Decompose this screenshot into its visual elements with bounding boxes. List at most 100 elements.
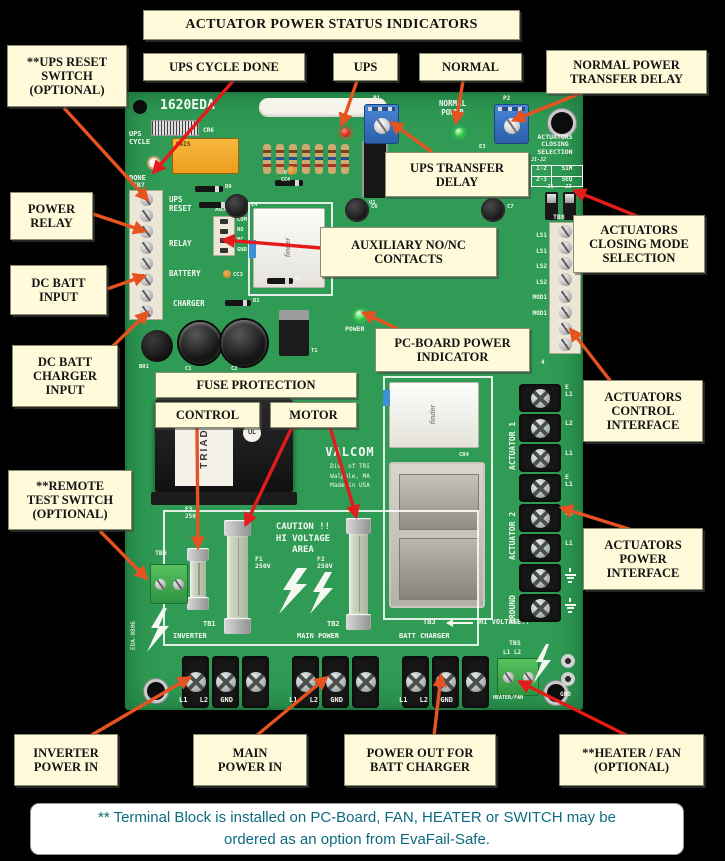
lightning-bolts-icon: [279, 568, 333, 614]
silk-hi-voltage: HI VOLTAGE!!: [479, 618, 530, 626]
callout-remote-test-switch: **REMOTE TEST SWITCH (OPTIONAL): [8, 470, 132, 530]
resistor: [263, 144, 271, 174]
actuator1-terminal: [519, 384, 561, 412]
silk-ls-labels: LS1 LS1 LS2 LS2 MOD1 MOD1: [532, 232, 547, 317]
silk-pin: L2: [565, 419, 573, 427]
table-cell: SIM: [552, 165, 582, 177]
transformer-flange: [151, 492, 297, 505]
silk-frame: [383, 376, 493, 620]
fuse-f2-cap: [346, 614, 371, 630]
callout-actuators-closing-mode: ACTUATORS CLOSING MODE SELECTION: [573, 215, 705, 273]
callout-actuators-control-interface: ACTUATORS CONTROL INTERFACE: [583, 380, 703, 442]
normal-power-led: [455, 128, 464, 137]
board-model: 1620EDA: [160, 98, 215, 113]
screw-terminal: [139, 208, 153, 222]
closing-mode-table: 1-2 SIM 2-3 SEQ: [531, 165, 583, 187]
actuator1-terminal: [519, 414, 561, 442]
tb1-terminal-gnd: [242, 656, 269, 708]
fuse-f2: [346, 518, 371, 534]
silk-charger: CHARGER: [173, 299, 205, 308]
resistor: [289, 144, 297, 174]
actuator1-terminal: [519, 444, 561, 472]
silk-br1: BR1: [139, 364, 149, 370]
silk-ups-cycle: UPS CYCLE: [129, 130, 151, 147]
callout-ups-reset-switch: **UPS RESET SWITCH (OPTIONAL): [7, 45, 127, 107]
diode-d1: [225, 300, 251, 306]
silk-eda-code: EDA-0806: [130, 621, 137, 650]
pin-slot: [220, 228, 228, 234]
silk-ups-power: UPS POWER: [327, 99, 350, 117]
ic-u1: [364, 140, 386, 198]
screw-terminal: [139, 304, 153, 318]
screw-terminal: [522, 671, 534, 683]
capacitor-c4: [225, 194, 249, 218]
silk-c7: C7: [507, 204, 514, 210]
ground-symbol: [564, 568, 576, 583]
silk-pin: L1: [565, 539, 573, 547]
relay-cr6: NAIS: [172, 138, 239, 174]
silk-cr4: CR4: [459, 452, 469, 458]
silk-j2: J2: [565, 184, 572, 190]
pc-board-power-led: [355, 310, 366, 321]
silk-tb8-pin4: 4: [541, 359, 545, 366]
silk-tb6: TB6: [155, 549, 167, 557]
silk-pin: L1: [565, 449, 573, 457]
silk-f2: F2 250V: [317, 555, 333, 571]
silk-tb8: TB8: [553, 213, 565, 221]
screw-terminal: [139, 288, 153, 302]
callout-ups-cycle-done: UPS CYCLE DONE: [143, 53, 305, 81]
silk-tb2-pins: L1 L2 GND: [289, 696, 343, 704]
silk-tb7: TB7: [133, 181, 145, 189]
regulator-t1: [279, 310, 309, 356]
callout-auxiliary-contacts: AUXILIARY NO/NC CONTACTS: [320, 227, 497, 277]
silk-f3: F3 250V: [185, 506, 200, 520]
silk-u1: U1: [369, 200, 376, 206]
callout-dc-batt-input: DC BATT INPUT: [10, 265, 107, 315]
silk-closing-selection: ACTUATORS CLOSING SELECTION: [537, 133, 573, 156]
tb2-terminal-gnd: [352, 656, 379, 708]
capacitor-c7: [481, 198, 505, 222]
fuse-f1-cap: [224, 618, 251, 634]
table-cell: SEQ: [561, 175, 573, 183]
screw-terminal: [139, 256, 153, 270]
screw-terminal: [558, 289, 572, 303]
trimpot-p1: [364, 104, 399, 144]
tb1-terminal-l2: [212, 656, 239, 708]
silk-cc3: CC3: [233, 272, 243, 278]
table-cell: 1-2: [532, 165, 552, 177]
screw-terminal: [139, 224, 153, 238]
silk-batt-charger: BATT CHARGER: [399, 632, 450, 640]
actuator2-terminal: [519, 534, 561, 562]
silk-d9: D9: [225, 184, 232, 190]
footnote: ** Terminal Block is installed on PC-Boa…: [30, 803, 684, 855]
relay-coil: [399, 538, 479, 600]
silk-t1: T1: [311, 348, 318, 354]
tb3-terminal-l1: [402, 656, 429, 708]
capacitor-cc3: [223, 270, 231, 278]
silk-cc4: CC4: [281, 177, 291, 183]
fuse-f3: [187, 548, 209, 561]
relay-brand: finder: [285, 238, 293, 258]
ground-symbol: [564, 598, 576, 613]
relay-test-tab: [383, 390, 390, 406]
screw-terminal: [502, 671, 514, 683]
callout-fuse-protection: FUSE PROTECTION: [155, 372, 357, 398]
actuator2-terminal: [519, 474, 561, 502]
screw-terminal: [154, 578, 166, 590]
screw-terminal: [139, 240, 153, 254]
bridge-rectifier-br1: [141, 330, 173, 362]
silk-main-power: MAIN POWER: [297, 632, 340, 640]
callout-dc-batt-charger-input: DC BATT CHARGER INPUT: [12, 345, 118, 407]
relay-clear-cr4: [389, 462, 485, 608]
ground-terminal: [519, 594, 561, 622]
callout-heater-fan: **HEATER / FAN (OPTIONAL): [559, 734, 704, 786]
silk-inverter: INVERTER: [173, 632, 207, 640]
lightning-bolt-icon: [533, 644, 551, 684]
screw-terminal: [558, 273, 572, 287]
relay-finder-2: finder: [389, 382, 479, 448]
relay-brand: finder: [430, 405, 438, 425]
pin-slot: [220, 247, 228, 253]
callout-inverter-power-in: INVERTER POWER IN: [14, 734, 118, 786]
silk-e3: E3: [479, 144, 486, 150]
